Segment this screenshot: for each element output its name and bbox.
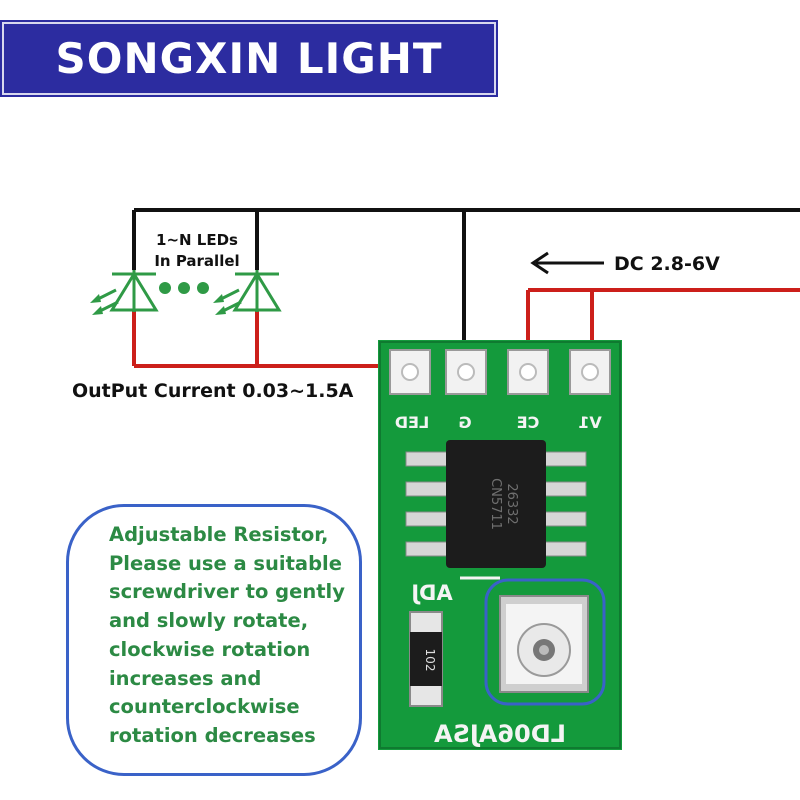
resistor-code: 102 bbox=[423, 649, 437, 672]
note-line: Please use a suitable bbox=[109, 551, 342, 575]
supply-voltage-label: DC 2.8-6V bbox=[614, 253, 720, 275]
pad-g bbox=[445, 349, 487, 395]
brand-banner: SONGXIN LIGHT bbox=[0, 20, 498, 97]
led-label-line2: In Parallel bbox=[154, 252, 239, 270]
note-line: Adjustable Resistor, bbox=[109, 523, 329, 546]
brand-name: SONGXIN LIGHT bbox=[55, 34, 443, 83]
led-label-line1: 1~N LEDs bbox=[156, 231, 238, 249]
ic-chip: CN5711 26332 bbox=[446, 440, 546, 568]
note-line: and slowly rotate, bbox=[109, 609, 309, 633]
note-lines: Adjustable Resistor, Please use a suitab… bbox=[109, 521, 345, 751]
chip-marking-1: CN5711 bbox=[488, 478, 503, 530]
led-2-icon bbox=[213, 270, 282, 315]
pin-label-g: G bbox=[458, 413, 471, 432]
trimmer-highlight bbox=[484, 578, 606, 706]
pcb-board: LED G CE V1 CN5711 26332 ADJ bbox=[378, 340, 622, 750]
smd-resistor: 102 bbox=[409, 611, 443, 707]
pad-ce bbox=[507, 349, 549, 395]
chip-marking-2: 26332 bbox=[504, 483, 519, 524]
led-1-icon bbox=[90, 270, 159, 315]
adj-label: ADJ bbox=[411, 581, 453, 605]
adjustment-note: Adjustable Resistor, Please use a suitab… bbox=[66, 504, 362, 776]
note-line: increases and bbox=[109, 666, 262, 690]
pad-v1 bbox=[569, 349, 611, 395]
output-current-label: OutPut Current 0.03~1.5A bbox=[72, 380, 354, 402]
pin-label-led: LED bbox=[395, 413, 429, 432]
note-line: clockwise rotation bbox=[109, 637, 311, 661]
arrow-left-icon bbox=[530, 251, 604, 275]
note-line: screwdriver to gently bbox=[109, 580, 345, 604]
led-ellipsis-icon bbox=[159, 282, 209, 294]
note-line: counterclockwise bbox=[109, 695, 300, 719]
board-model: LD06AJSA bbox=[434, 720, 566, 748]
pin-label-ce: CE bbox=[517, 413, 540, 432]
pin-label-v1: V1 bbox=[578, 413, 602, 432]
trimmer-potentiometer-icon bbox=[499, 595, 589, 693]
note-line: rotation decreases bbox=[109, 723, 316, 747]
pad-led bbox=[389, 349, 431, 395]
